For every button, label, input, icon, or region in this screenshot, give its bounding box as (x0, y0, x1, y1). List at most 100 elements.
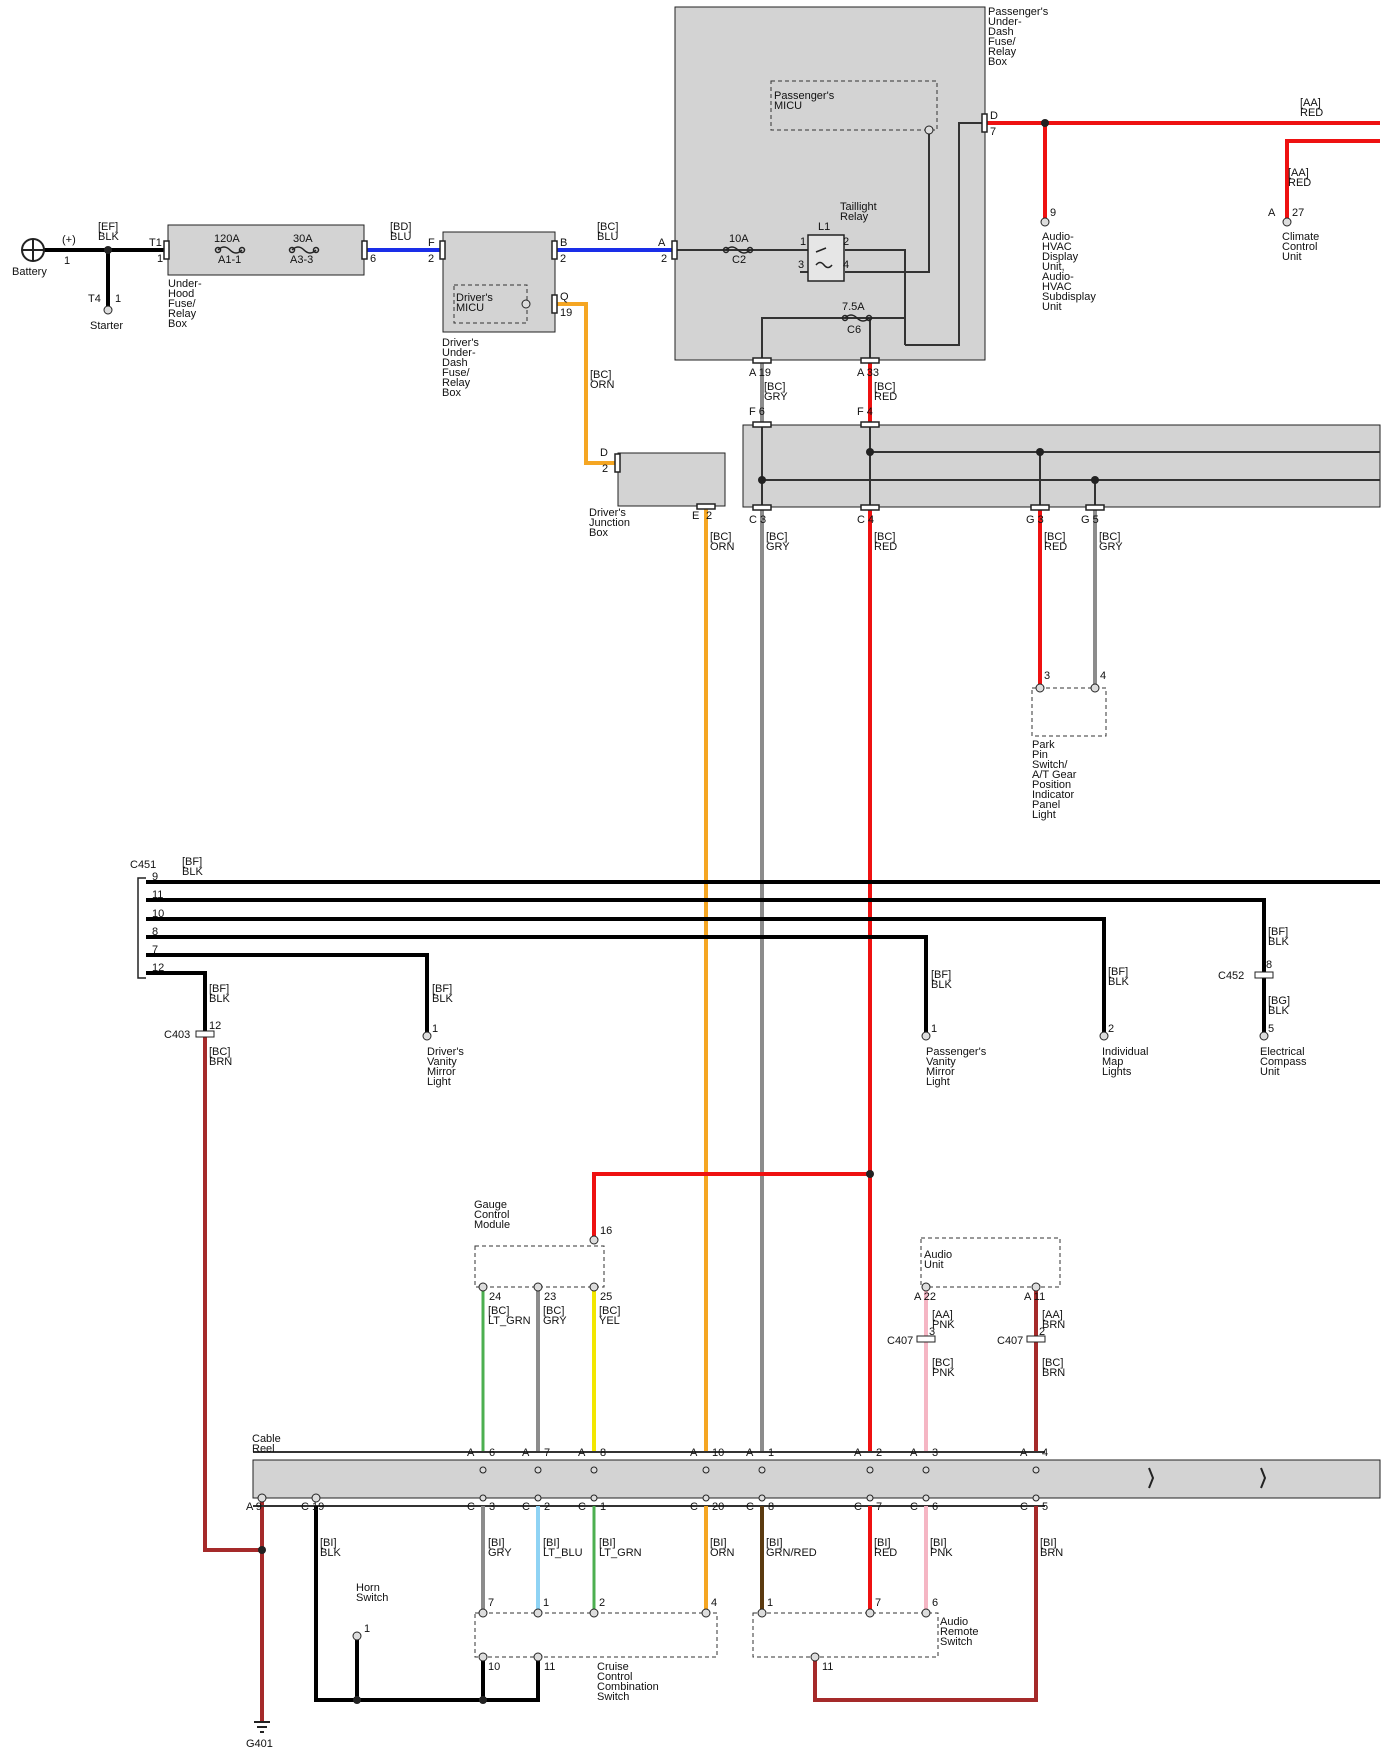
cruise-p7: 7 (488, 1597, 494, 1609)
drivers-junction-box (617, 452, 726, 507)
cruise-p4: 4 (711, 1597, 717, 1609)
wire-aa-red-label: [AA]RED (1300, 97, 1323, 119)
wire-internal-e (761, 272, 906, 360)
audio-remote-switch-box (752, 1612, 939, 1658)
wire-bi-orn-label: [BI]ORN (710, 1537, 735, 1559)
uh-pin-out: 6 (370, 253, 376, 265)
dj-pin-d: 2 (602, 463, 608, 475)
relay-p1: 1 (800, 236, 806, 248)
wire-bc-ltgrn-label: [BC]LT_GRN (488, 1305, 531, 1327)
wire-bc-gry4-label: [BC]GRY (543, 1305, 567, 1327)
dud-pin-f: 2 (428, 253, 434, 265)
c451-bracket (137, 877, 146, 979)
gauge-control-module-box (474, 1245, 605, 1288)
wire-bf-blk-11 (146, 898, 1266, 972)
cruise-control-switch-box (474, 1612, 718, 1658)
relay-contact-icon (815, 247, 827, 253)
dud-conn-b: B (560, 237, 567, 249)
horn-pin: 1 (364, 1623, 370, 1635)
passengers-vanity-pin: 1 (931, 1023, 937, 1035)
wire-bc-yel-label: [BC]YEL (599, 1305, 620, 1327)
conn-c3: C 3 (749, 514, 766, 526)
starter-conn: T4 (88, 293, 101, 305)
fuse-c6: C6 (847, 324, 861, 336)
wire-bi-blk-label: [BI]BLK (320, 1537, 341, 1559)
dj-pin-e: 2 (706, 510, 712, 522)
wire-bc-brn2-label: [BC]BRN (1042, 1357, 1065, 1379)
wire-bi-gry-label: [BI]GRY (488, 1537, 512, 1559)
conn-f4: F 4 (857, 406, 873, 418)
wire-bc-red2-label: [BC]RED (874, 531, 897, 553)
wire-bi-ltblu-label: [BI]LT_BLU (543, 1537, 583, 1559)
gauge-pin24: 24 (489, 1291, 501, 1303)
relay-id: L1 (818, 221, 830, 233)
wire-bc-red3-label: [BC]RED (1044, 531, 1067, 553)
fuse-10a: 10A (729, 233, 749, 245)
pud-pin-a: 2 (661, 253, 667, 265)
c452-connector (1254, 971, 1274, 979)
wire-aa-red2-label: [AA]RED (1288, 167, 1311, 189)
starter-label: Starter (90, 320, 123, 332)
wire-bi-pnk-label: [BI]PNK (930, 1537, 953, 1559)
fuse-a3-3: A3-3 (290, 254, 313, 266)
connector-tabs (163, 113, 1105, 511)
wire-bf-e-label: [BF]BLK (1268, 926, 1289, 948)
fuse-c2: C2 (732, 254, 746, 266)
c407-connector-a (916, 1335, 936, 1343)
under-hood-fuse-box (167, 224, 365, 276)
ground-icon (254, 1721, 270, 1733)
wire-bc-brn-g401 (203, 1037, 264, 1722)
wire-bi-brn-label: [BI]BRN (1040, 1537, 1063, 1559)
wire-bf-top-label: [BF]BLK (182, 856, 203, 878)
wire-bf-d-label: [BF]BLK (1108, 966, 1129, 988)
wire-bi-red-label: [BI]RED (874, 1537, 897, 1559)
wire-bc-pnk-label: [BC]PNK (932, 1357, 955, 1379)
fuse-a1-1: A1-1 (218, 254, 241, 266)
relay-coil-icon (815, 261, 833, 269)
climate-conn: A (1268, 207, 1276, 219)
wire-internal-c (845, 130, 930, 273)
relay-p4: 4 (843, 259, 849, 271)
reel-switch-icon-a (1148, 1467, 1155, 1489)
wire-bc-red-label: [BC]RED (874, 381, 897, 403)
audio-hvac-pin: 9 (1050, 207, 1056, 219)
cable-reel-box (252, 1459, 1381, 1499)
wire-bi-brn (813, 1506, 1038, 1702)
dud-conn-f: F (428, 237, 435, 249)
junction-block (742, 424, 1381, 508)
uh-conn-in: T1 (149, 237, 162, 249)
wire-bc-blu-label: [BC]BLU (597, 221, 618, 243)
drivers-under-dash-box (442, 231, 556, 333)
audio-pin22: A 22 (914, 1291, 936, 1303)
wire-bc-gry3-label: [BC]GRY (1099, 531, 1123, 553)
battery-plus: (+) (62, 234, 76, 246)
wire-bf-a-label: [BF]BLK (209, 983, 230, 1005)
fuse-glyphs (214, 246, 873, 322)
wire-bi-grnred-label: [BI]GRN/RED (766, 1537, 817, 1559)
splice-dots (104, 119, 1099, 1704)
wire-bf-c-label: [BF]BLK (931, 969, 952, 991)
battery-pin: 1 (64, 255, 70, 267)
c403-label: C403 (164, 1029, 190, 1041)
wire-gauge-red (592, 1172, 870, 1240)
wire-aa-pnk-label: [AA]PNK (932, 1309, 955, 1331)
fuse-30a: 30A (293, 233, 313, 245)
pud-conn-a: A (658, 237, 666, 249)
pud-conn-d: D (990, 110, 998, 122)
